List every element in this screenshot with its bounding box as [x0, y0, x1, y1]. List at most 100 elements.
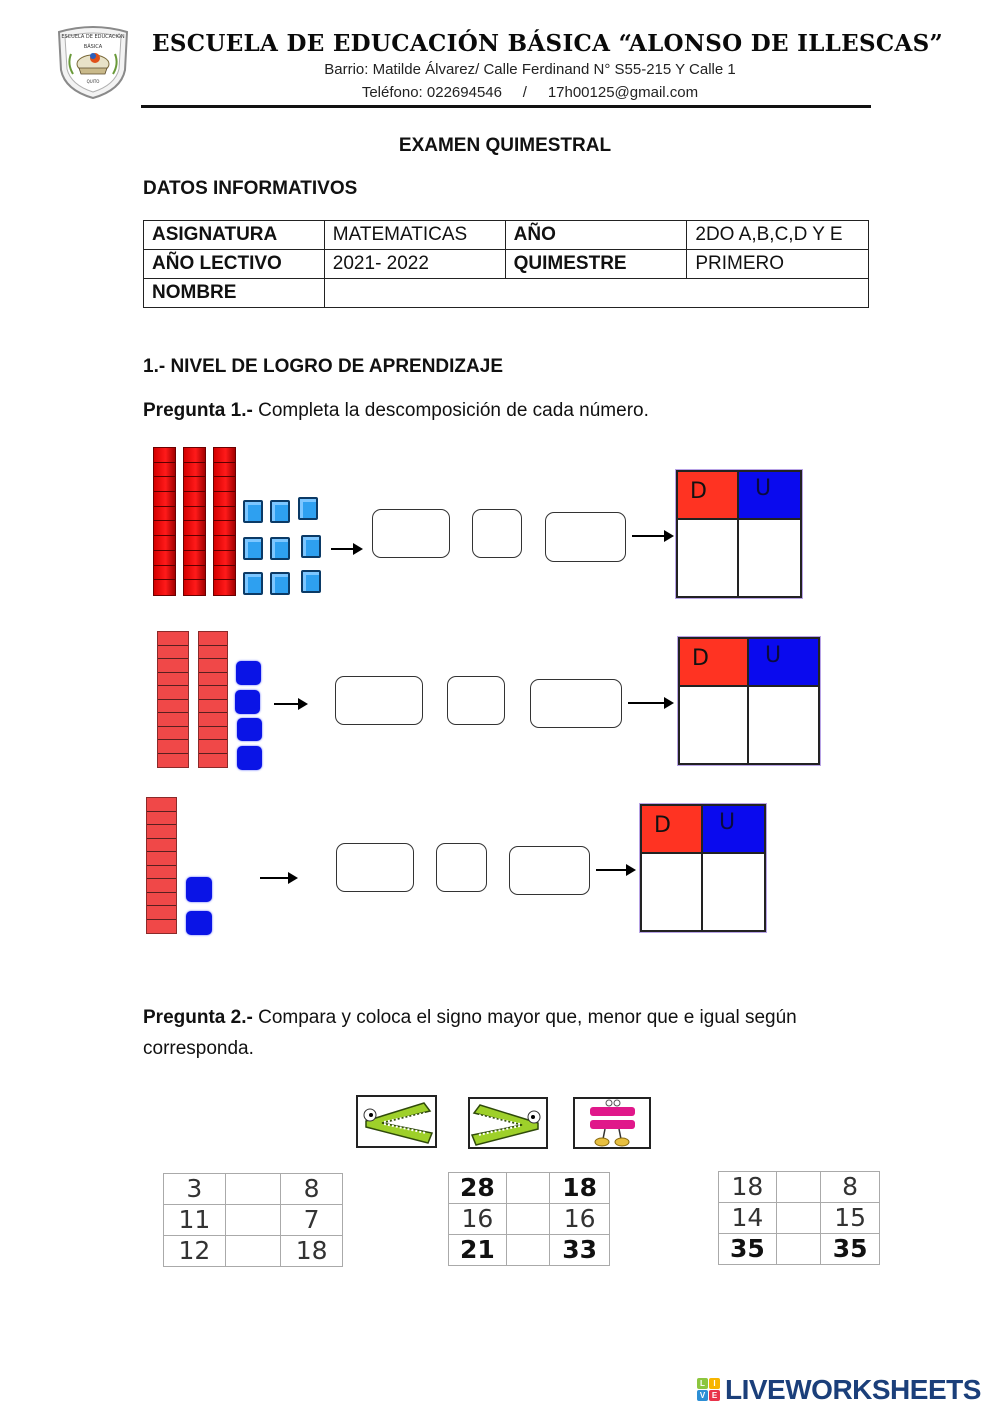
nombre-label: NOMBRE	[143, 278, 325, 308]
ano-lectivo-value: 2021- 2022	[323, 249, 506, 279]
units-answer-box[interactable]	[509, 846, 590, 895]
liveworksheets-icon: L I V E	[697, 1378, 721, 1402]
du-place-value-table: D U	[640, 804, 766, 932]
sign-answer-cell[interactable]	[224, 1204, 282, 1236]
right-number: 33	[549, 1234, 610, 1266]
comparison-row: 21 33	[448, 1234, 610, 1266]
exam-title: EXAMEN QUIMESTRAL	[398, 135, 612, 156]
school-name: ESCUELA DE EDUCACIÓN BÁSICA “ALONSO DE I…	[152, 30, 944, 57]
arrow-right-icon	[260, 872, 298, 884]
unit-cube-icon	[243, 572, 263, 595]
sign-answer-cell[interactable]	[775, 1171, 822, 1203]
quimestre-value: PRIMERO	[686, 249, 869, 279]
svg-text:ESCUELA DE EDUCACIÓN: ESCUELA DE EDUCACIÓN	[61, 33, 125, 40]
arrow-right-icon	[628, 697, 674, 709]
left-number: 14	[718, 1202, 777, 1234]
sign-answer-cell[interactable]	[224, 1235, 282, 1267]
header-divider	[141, 105, 871, 108]
section-heading: 1.- NIVEL DE LOGRO DE APRENDIZAJE	[143, 356, 503, 377]
quimestre-label: QUIMESTRE	[504, 249, 688, 279]
units-header: U	[703, 806, 764, 852]
question-2-label: Pregunta 2.-	[143, 1007, 253, 1028]
tens-header: D	[678, 472, 739, 518]
right-number: 35	[820, 1233, 880, 1265]
unit-cube-icon	[237, 718, 262, 741]
tens-rod-icon	[153, 447, 176, 596]
unit-cube-icon	[186, 911, 212, 935]
units-answer-box[interactable]	[545, 512, 626, 562]
right-number: 16	[549, 1203, 610, 1235]
tens-answer-box[interactable]	[335, 676, 423, 725]
left-number: 11	[163, 1204, 226, 1236]
left-number: 18	[718, 1171, 777, 1203]
equals-character-icon	[573, 1097, 651, 1149]
asignatura-label: ASIGNATURA	[143, 220, 325, 250]
sign-answer-cell[interactable]	[224, 1173, 282, 1205]
sign-answer-cell[interactable]	[505, 1203, 551, 1235]
units-answer-cell[interactable]	[749, 685, 818, 763]
units-answer-box[interactable]	[530, 679, 622, 728]
unit-cube-icon	[243, 500, 263, 523]
units-answer-cell[interactable]	[739, 518, 800, 596]
sign-answer-cell[interactable]	[505, 1172, 551, 1204]
question-2-prompt: Pregunta 2.- Compara y coloca el signo m…	[143, 1002, 843, 1064]
tens-answer-box[interactable]	[336, 843, 414, 892]
icon-letter: L	[697, 1378, 708, 1389]
operator-answer-box[interactable]	[472, 509, 522, 558]
tens-rod-icon	[183, 447, 206, 596]
left-number: 12	[163, 1235, 226, 1267]
left-number: 28	[448, 1172, 507, 1204]
left-number: 21	[448, 1234, 507, 1266]
crocodile-greater-than-icon	[468, 1097, 548, 1149]
operator-answer-box[interactable]	[447, 676, 505, 725]
operator-answer-box[interactable]	[436, 843, 487, 892]
left-number: 16	[448, 1203, 507, 1235]
sign-answer-cell[interactable]	[775, 1233, 822, 1265]
unit-cube-icon	[270, 500, 290, 523]
arrow-right-icon	[632, 530, 674, 542]
unit-cube-icon	[186, 877, 212, 902]
tens-rod-icon	[213, 447, 236, 596]
sign-answer-cell[interactable]	[775, 1202, 822, 1234]
icon-letter: I	[709, 1378, 720, 1389]
liveworksheets-brand: LIVEWORKSHEETS	[725, 1374, 981, 1405]
question-1-text: Completa la descomposición de cada númer…	[252, 400, 649, 421]
tens-answer-box[interactable]	[372, 509, 450, 558]
ano-value: 2DO A,B,C,D Y E	[686, 220, 869, 250]
arrow-right-icon	[596, 864, 636, 876]
school-phone-email: Teléfono: 022694546 / 17h00125@gmail.com	[361, 84, 699, 101]
crocodile-less-than-icon	[356, 1095, 437, 1148]
tens-answer-cell[interactable]	[678, 518, 739, 596]
unit-cube-icon	[237, 746, 262, 770]
units-header: U	[739, 472, 800, 518]
question-2-text: Compara y coloca el signo mayor que, men…	[143, 1007, 797, 1059]
unit-cube-icon	[243, 537, 263, 560]
du-place-value-table: D U	[676, 470, 802, 598]
sign-answer-cell[interactable]	[505, 1234, 551, 1266]
info-row: NOMBRE	[143, 278, 870, 308]
right-number: 18	[549, 1172, 610, 1204]
icon-letter: V	[697, 1390, 708, 1401]
unit-cube-icon	[301, 535, 321, 558]
school-crest-icon: ESCUELA DE EDUCACIÓN BÁSICA QUITO	[57, 26, 129, 100]
info-row: ASIGNATURA MATEMATICAS AÑO 2DO A,B,C,D Y…	[143, 220, 869, 250]
datos-informativos-heading: DATOS INFORMATIVOS	[143, 178, 358, 199]
right-number: 8	[280, 1173, 343, 1205]
tens-answer-cell[interactable]	[642, 852, 703, 930]
tens-header: D	[680, 639, 749, 685]
tens-header: D	[642, 806, 703, 852]
tens-answer-cell[interactable]	[680, 685, 749, 763]
svg-text:BÁSICA: BÁSICA	[84, 43, 103, 50]
units-answer-cell[interactable]	[703, 852, 764, 930]
unit-cube-icon	[298, 497, 318, 520]
asignatura-value: MATEMATICAS	[323, 220, 506, 250]
svg-text:QUITO: QUITO	[87, 79, 100, 84]
nombre-input[interactable]	[323, 278, 870, 308]
comparison-row: 28 18	[448, 1172, 610, 1204]
